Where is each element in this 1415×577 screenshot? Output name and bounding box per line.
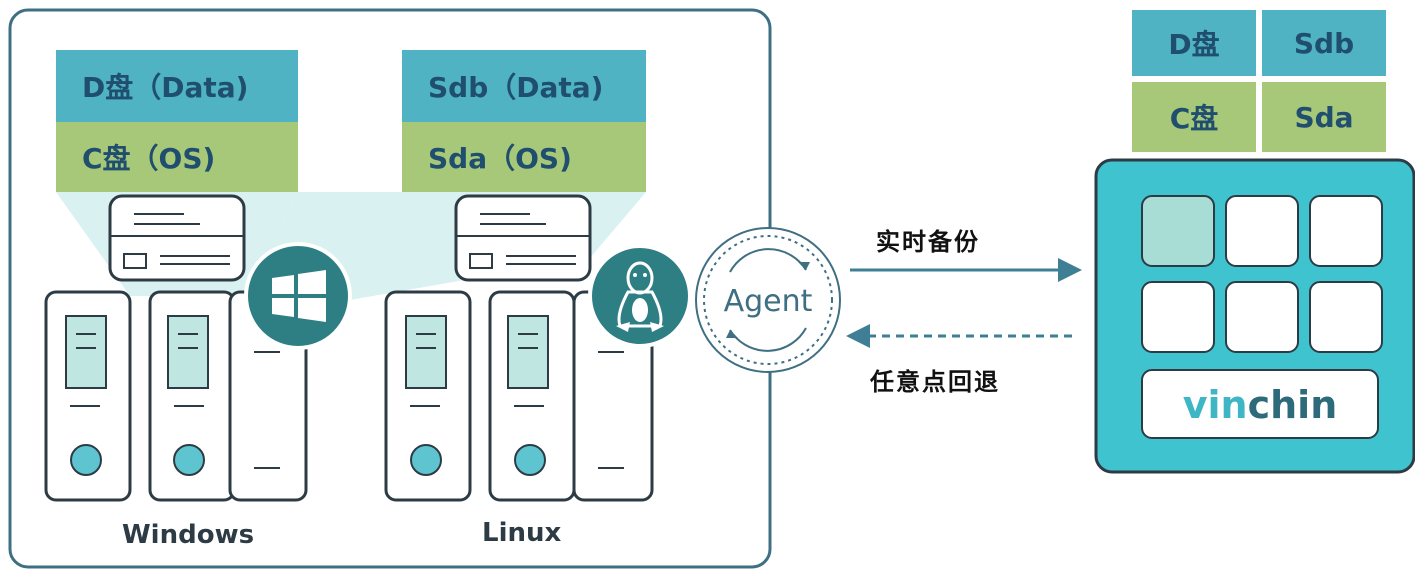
backup-arrow xyxy=(850,258,1082,282)
storage-disk-d: D盘 xyxy=(1132,10,1256,76)
agent-label: Agent xyxy=(724,284,813,319)
linux-server-box xyxy=(454,194,592,282)
backup-label: 实时备份 xyxy=(876,228,980,256)
storage-disk-sdb: Sdb xyxy=(1262,10,1386,76)
brand-prefix: vin xyxy=(1183,383,1248,427)
storage-disk-c: C盘 xyxy=(1132,82,1256,152)
windows-data-disk: D盘（Data) xyxy=(56,50,298,122)
linux-tower-servers xyxy=(384,290,654,502)
restore-label: 任意点回退 xyxy=(870,368,1000,396)
linux-data-disk: Sdb（Data) xyxy=(402,50,646,122)
linux-penguin-icon xyxy=(588,244,692,348)
windows-server-box xyxy=(108,194,246,282)
vinchin-logo: vinchin xyxy=(1183,383,1338,427)
windows-label: Windows xyxy=(122,520,255,550)
linux-os-disk: Sda（OS) xyxy=(402,122,646,192)
brand-suffix: chin xyxy=(1248,383,1338,427)
agent-icon xyxy=(695,227,841,373)
storage-disk-sda: Sda xyxy=(1262,82,1386,152)
restore-arrow xyxy=(846,324,1076,348)
linux-label: Linux xyxy=(482,518,562,548)
windows-os-disk: C盘（OS) xyxy=(56,122,298,192)
storage-appliance xyxy=(1094,158,1415,474)
windows-logo-icon xyxy=(244,242,352,350)
